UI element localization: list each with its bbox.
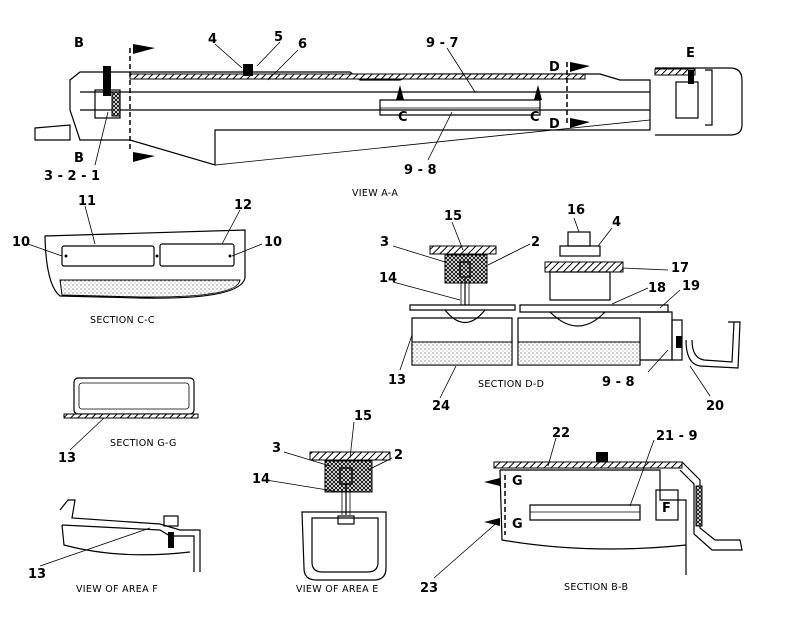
- marker-e: E: [686, 46, 695, 61]
- callout-cc-11: 11: [78, 194, 96, 209]
- callout-e-3: 3: [272, 441, 281, 456]
- callout-dd-16: 16: [567, 203, 585, 218]
- callout-aa-3-2-1: 3 - 2 - 1: [44, 169, 100, 184]
- marker-d-top: D: [549, 60, 560, 75]
- callout-gg-13: 13: [58, 451, 76, 466]
- callout-aa-4: 4: [208, 32, 217, 47]
- callout-e-2: 2: [394, 448, 403, 463]
- section-gg: 13 SECTION G-G: [58, 377, 199, 466]
- section-dd: 15 3 2 16 4 17 14 18 19 13 24 9 - 8 20 S…: [379, 203, 741, 414]
- marker-g-bottom: G: [512, 517, 523, 532]
- callout-aa-6: 6: [298, 37, 307, 52]
- section-bb: G G F 22 21 - 9 23 SECTION B-B: [420, 426, 743, 596]
- callout-dd-20: 20: [706, 399, 724, 414]
- callout-bb-22: 22: [552, 426, 570, 441]
- caption-view-aa: VIEW A-A: [352, 188, 398, 199]
- caption-section-dd: SECTION D-D: [478, 379, 544, 390]
- callout-aa-9-7: 9 - 7: [426, 36, 459, 51]
- callout-dd-15: 15: [444, 209, 462, 224]
- caption-view-area-f: VIEW OF AREA F: [76, 584, 158, 595]
- marker-d-bottom: D: [549, 117, 560, 132]
- view-aa: B B D D C C E 4 5 6 9 - 7 9 - 8 3 - 2 - …: [34, 30, 743, 199]
- view-area-e: 15 3 2 14 VIEW OF AREA E: [252, 409, 403, 595]
- marker-f: F: [662, 501, 671, 516]
- callout-dd-2: 2: [531, 235, 540, 250]
- callout-e-15: 15: [354, 409, 372, 424]
- marker-g-top: G: [512, 474, 523, 489]
- callout-dd-24: 24: [432, 399, 450, 414]
- marker-c-right: C: [530, 110, 540, 125]
- callout-cc-12: 12: [234, 198, 252, 213]
- caption-section-gg: SECTION G-G: [110, 438, 177, 449]
- callout-dd-17: 17: [671, 261, 689, 276]
- callout-dd-18: 18: [648, 281, 666, 296]
- callout-e-14: 14: [252, 472, 270, 487]
- callout-bb-23: 23: [420, 581, 438, 596]
- view-area-f: 13 VIEW OF AREA F: [28, 499, 201, 595]
- caption-section-bb: SECTION B-B: [564, 582, 628, 593]
- marker-c-left: C: [398, 110, 408, 125]
- callout-dd-19: 19: [682, 279, 700, 294]
- callout-bb-21-9: 21 - 9: [656, 429, 698, 444]
- callout-dd-9-8: 9 - 8: [602, 375, 635, 390]
- caption-section-cc: SECTION C-C: [90, 315, 155, 326]
- callout-f-13: 13: [28, 567, 46, 582]
- callout-dd-13: 13: [388, 373, 406, 388]
- callout-cc-10-right: 10: [264, 235, 282, 250]
- callout-aa-9-8: 9 - 8: [404, 163, 437, 178]
- callout-cc-10-left: 10: [12, 235, 30, 250]
- callout-dd-3: 3: [380, 235, 389, 250]
- marker-b-bottom: B: [74, 151, 84, 166]
- callout-dd-14: 14: [379, 271, 397, 286]
- marker-b-top: B: [74, 36, 84, 51]
- caption-view-area-e: VIEW OF AREA E: [296, 584, 379, 595]
- section-cc: 10 11 12 10 SECTION C-C: [12, 194, 282, 326]
- callout-aa-5: 5: [274, 30, 283, 45]
- callout-dd-4: 4: [612, 215, 621, 230]
